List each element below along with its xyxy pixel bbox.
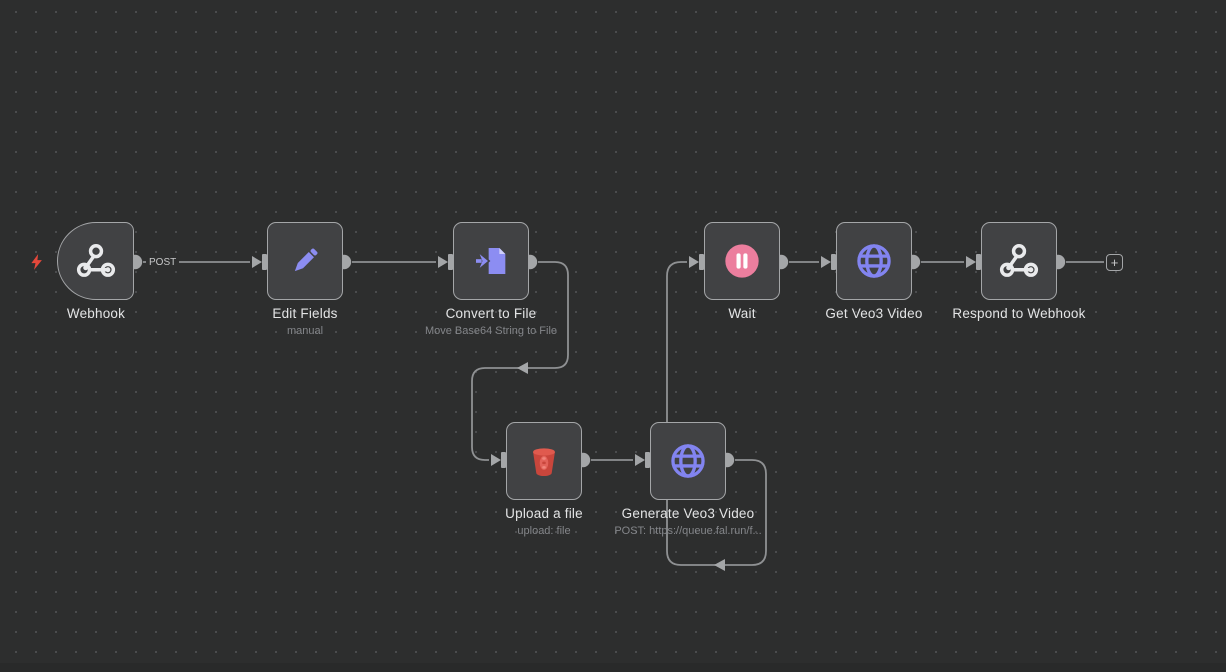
webhook-icon: [999, 244, 1039, 277]
arrowhead-icon: [517, 362, 528, 374]
input-port[interactable]: [645, 452, 650, 468]
connection-method-label: POST: [146, 256, 180, 269]
arrowhead-icon: [714, 559, 725, 571]
node-webhook[interactable]: [57, 222, 134, 300]
connection-generate-wait[interactable]: [666, 261, 767, 566]
node-upload-a-file[interactable]: [506, 422, 582, 500]
arrowhead-icon: [635, 454, 645, 466]
input-port[interactable]: [699, 254, 704, 270]
arrowhead-icon: [821, 256, 831, 268]
arrowhead-icon: [252, 256, 262, 268]
node-generate-veo3-video[interactable]: [650, 422, 726, 500]
input-port[interactable]: [501, 452, 506, 468]
arrowhead-icon: [689, 256, 699, 268]
node-convert-to-file[interactable]: [453, 222, 529, 300]
globe-icon: [857, 244, 891, 278]
globe-icon: [671, 444, 705, 478]
add-step-button[interactable]: +: [1106, 254, 1123, 271]
input-port[interactable]: [831, 254, 836, 270]
input-port[interactable]: [262, 254, 267, 270]
webhook-icon: [76, 244, 115, 277]
node-edit-fields[interactable]: [267, 222, 343, 300]
pencil-icon: [294, 248, 318, 272]
file-import-icon: [476, 248, 506, 274]
arrowhead-icon: [491, 454, 501, 466]
node-get-veo3-video[interactable]: [836, 222, 912, 300]
input-port[interactable]: [448, 254, 453, 270]
node-wait[interactable]: [704, 222, 780, 300]
input-port[interactable]: [976, 254, 981, 270]
pause-icon: [725, 244, 759, 278]
arrowhead-icon: [438, 256, 448, 268]
canvas-bottom-edge: [0, 663, 1226, 672]
node-respond-to-webhook[interactable]: [981, 222, 1057, 300]
trigger-bolt-icon: [31, 254, 42, 270]
arrowhead-icon: [966, 256, 976, 268]
bucket-icon: [533, 448, 555, 477]
